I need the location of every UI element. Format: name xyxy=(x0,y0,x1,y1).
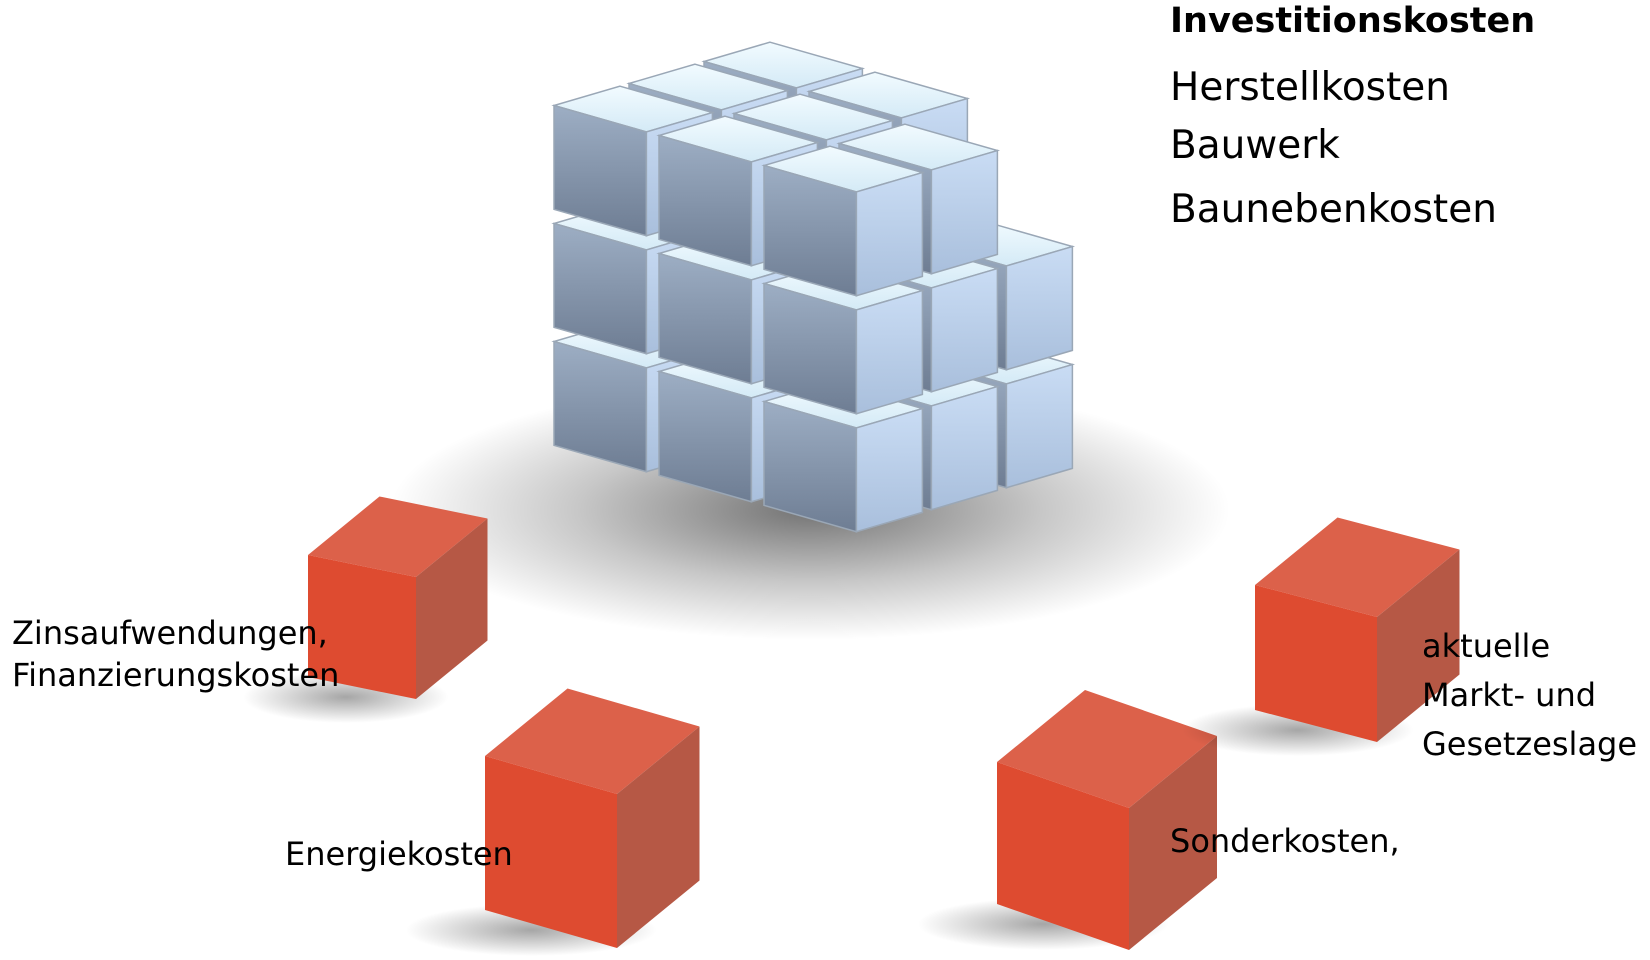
main-block-item: Bauwerk xyxy=(1170,123,1340,168)
red-cube-side xyxy=(416,518,488,699)
satellite-cubes xyxy=(243,496,1460,956)
satellite-label-financing-line-2: Finanzierungskosten xyxy=(12,656,340,694)
satellite-cube-market xyxy=(1255,517,1460,742)
cube-right-face xyxy=(855,407,924,533)
main-block-title: Investitionskosten xyxy=(1170,1,1536,41)
satellite-label-financing-line-1: Zinsaufwendungen, xyxy=(12,614,328,652)
cube-right-face xyxy=(930,149,999,275)
satellite-label-market-line-2: Markt- und xyxy=(1422,676,1597,714)
red-cube-front xyxy=(1255,585,1377,742)
red-cube-front xyxy=(308,555,416,699)
red-cube-side xyxy=(1377,549,1460,742)
satellite-label-special-costs: Sonderkosten, xyxy=(1170,822,1400,860)
red-cube-side xyxy=(1129,736,1217,950)
satellite-cube-energy xyxy=(485,688,700,948)
main-block-item: Baunebenkosten xyxy=(1170,187,1497,232)
satellite-label-energy: Energiekosten xyxy=(285,835,513,873)
cube-right-face xyxy=(930,385,999,511)
satellite-cube-special-costs xyxy=(997,690,1217,950)
red-cube-top xyxy=(997,690,1217,808)
red-cube-front xyxy=(485,756,617,948)
main-cube xyxy=(551,41,1076,533)
satellite-label-market-line-3: Gesetzeslage xyxy=(1422,725,1638,763)
cube-right-face xyxy=(855,171,924,297)
cube-right-face xyxy=(1005,363,1074,489)
red-cube-top xyxy=(308,496,488,577)
cube-right-face xyxy=(1005,245,1074,371)
satellite-cube-financing xyxy=(308,496,488,699)
cube-right-face xyxy=(855,289,924,415)
red-cube-top xyxy=(485,688,700,794)
satellite-label-market-line-1: aktuelle xyxy=(1422,627,1551,665)
red-cube-side xyxy=(617,726,700,948)
main-block-item: Herstellkosten xyxy=(1170,65,1451,110)
red-cube-front xyxy=(997,762,1129,950)
red-cube-top xyxy=(1255,517,1460,617)
cube-right-face xyxy=(930,267,999,393)
